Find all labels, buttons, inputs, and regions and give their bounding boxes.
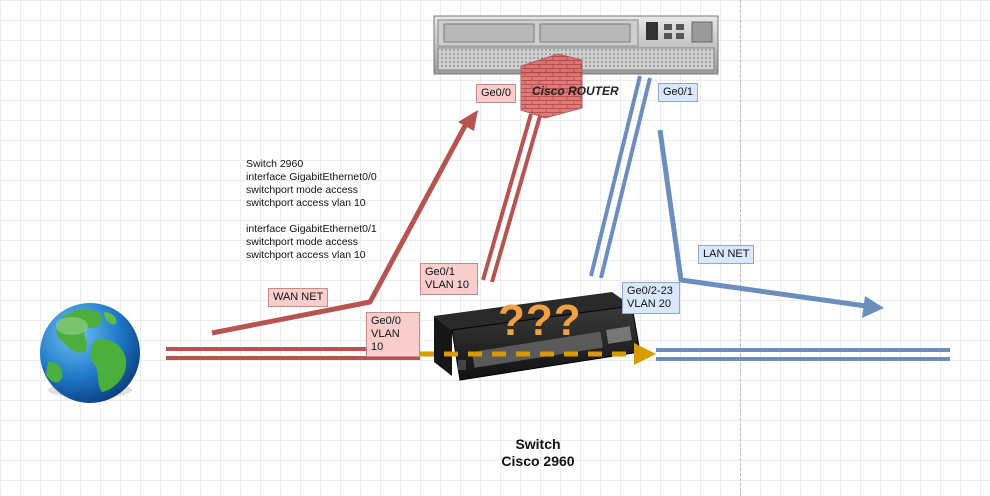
port-name: Ge0/0 bbox=[371, 315, 401, 327]
port-name: Ge0/1 bbox=[425, 266, 455, 278]
switch-caption-line: Cisco 2960 bbox=[501, 453, 575, 469]
router-port-ge01: Ge0/1 bbox=[658, 83, 698, 102]
port-vlan: VLAN 10 bbox=[425, 279, 470, 291]
switch-caption: Switch Cisco 2960 bbox=[488, 436, 588, 470]
firewall-icon bbox=[520, 53, 583, 119]
config-line: switchport access vlan 10 bbox=[246, 197, 366, 209]
port-vlan: VLAN 20 bbox=[627, 298, 672, 310]
config-line: switchport access vlan 10 bbox=[246, 249, 366, 261]
config-line: switchport mode access bbox=[246, 236, 359, 248]
lan-arrow bbox=[657, 129, 884, 318]
wan-arrow-to-router bbox=[211, 110, 478, 336]
wan-net-label: WAN NET bbox=[268, 288, 329, 307]
switch-device-icon bbox=[434, 292, 641, 381]
config-line: Switch 2960 bbox=[246, 158, 304, 170]
switch-caption-line: Switch bbox=[515, 436, 561, 452]
config-line bbox=[246, 210, 446, 223]
switch-port-ge00-label: Ge0/0 VLAN 10 bbox=[366, 312, 420, 357]
config-line: interface GigabitEthernet0/1 bbox=[246, 223, 377, 235]
switch-router-uplink bbox=[481, 113, 542, 283]
switch-port-ge0223-label: Ge0/2-23 VLAN 20 bbox=[622, 282, 680, 314]
port-vlan: VLAN 10 bbox=[371, 328, 400, 353]
unknown-flow-line bbox=[420, 343, 656, 365]
lan-net-label: LAN NET bbox=[698, 245, 755, 264]
switch-port-ge01-label: Ge0/1 VLAN 10 bbox=[420, 263, 478, 295]
router-switch-lan-link bbox=[589, 75, 652, 279]
config-line: interface GigabitEthernet0/0 bbox=[246, 171, 377, 183]
config-line: switchport mode access bbox=[246, 184, 359, 196]
router-port-ge00: Ge0/0 bbox=[476, 84, 516, 103]
lan-output-link bbox=[656, 348, 950, 361]
router-label: Cisco ROUTER bbox=[532, 84, 619, 98]
globe-icon bbox=[40, 303, 140, 403]
unknown-config-mark: ??? bbox=[498, 296, 582, 345]
switch-config-text: Switch 2960 interface GigabitEthernet0/0… bbox=[246, 158, 446, 262]
port-name: Ge0/2-23 bbox=[627, 285, 673, 297]
